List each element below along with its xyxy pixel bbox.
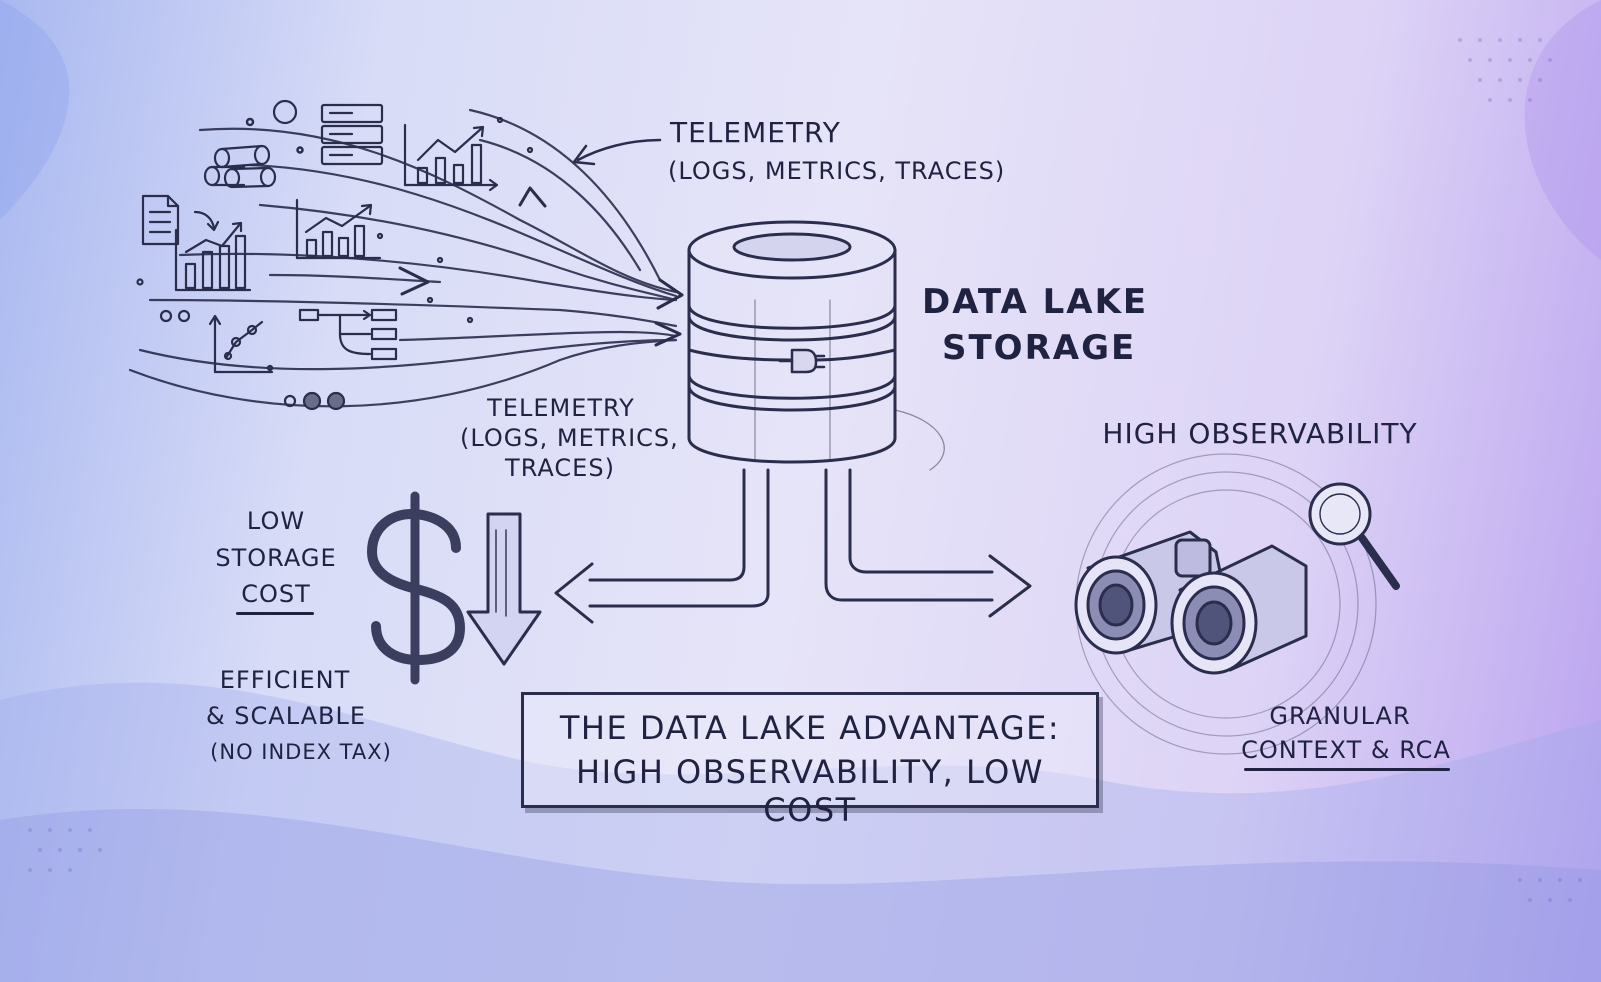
- stream-arrowheads: [398, 186, 684, 347]
- advantage-line-2: HIGH OBSERVABILITY, LOW COST: [576, 753, 1044, 829]
- low-cost-label-2: STORAGE: [215, 544, 337, 572]
- telemetry-mid-title: TELEMETRY: [487, 394, 635, 422]
- storage-label-2: STORAGE: [942, 328, 1137, 368]
- telemetry-mid-subtitle-1: (LOGS, METRICS,: [460, 424, 679, 452]
- advantage-box: THE DATA LAKE ADVANTAGE: HIGH OBSERVABIL…: [521, 692, 1099, 829]
- pipe-left: [554, 468, 770, 624]
- down-arrow-icon: [466, 512, 542, 666]
- efficient-label-1: EFFICIENT: [219, 666, 351, 694]
- document-icon: [141, 194, 220, 246]
- efficient-label-2: & SCALABLE: [205, 702, 367, 730]
- logs-icon: [203, 144, 277, 189]
- telemetry-top-subtitle: (LOGS, METRICS, TRACES): [668, 157, 1006, 185]
- low-cost-label-1: LOW: [246, 507, 306, 535]
- database-icon: [687, 220, 897, 464]
- advantage-line-1: THE DATA LAKE ADVANTAGE:: [559, 709, 1061, 747]
- granular-label-1: GRANULAR: [1269, 702, 1411, 730]
- pipe-right: [824, 468, 1032, 618]
- server-icon: [320, 103, 384, 166]
- telemetry-mid-subtitle-2: TRACES): [505, 454, 615, 482]
- dollar-icon: [367, 491, 465, 685]
- chart-icon: [174, 221, 252, 292]
- low-cost-underline: [236, 612, 314, 615]
- telemetry-top-title: TELEMETRY: [670, 116, 841, 149]
- magnifier-icon: [1308, 482, 1400, 590]
- chart-icon: [295, 198, 382, 260]
- telemetry-pointer-arrow: [576, 138, 662, 162]
- granular-label-2: CONTEXT & RCA: [1241, 736, 1451, 764]
- flow-icon: [298, 308, 398, 361]
- binoculars-icon: [1074, 453, 1377, 755]
- chart-icon: [403, 123, 499, 192]
- storage-label-1: DATA LAKE: [922, 282, 1149, 322]
- chart-icon: [208, 314, 274, 374]
- low-cost-label-3: COST: [241, 580, 311, 608]
- granular-underline: [1244, 768, 1450, 771]
- plug-icon: [778, 348, 826, 374]
- efficient-label-3: (NO INDEX TAX): [210, 740, 392, 764]
- high-observability-label: HIGH OBSERVABILITY: [1102, 417, 1418, 450]
- telemetry-streams: [128, 108, 678, 408]
